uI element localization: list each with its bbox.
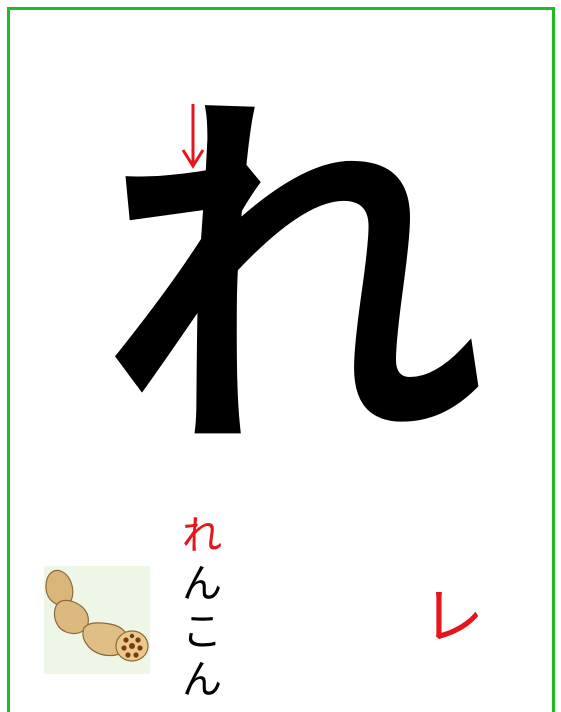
word-char: ん xyxy=(182,657,222,703)
main-character: れ xyxy=(102,60,482,503)
word-char: ん xyxy=(182,561,222,607)
down-arrow-icon xyxy=(181,104,205,169)
katakana-character: レ xyxy=(421,580,484,653)
lotus-root-icon xyxy=(44,566,150,674)
example-word: れ ん こ ん xyxy=(174,512,230,704)
flash-card: れ れ ん こ ん レ xyxy=(7,7,555,712)
word-first-char: れ xyxy=(182,513,222,559)
word-char: こ xyxy=(182,609,222,655)
